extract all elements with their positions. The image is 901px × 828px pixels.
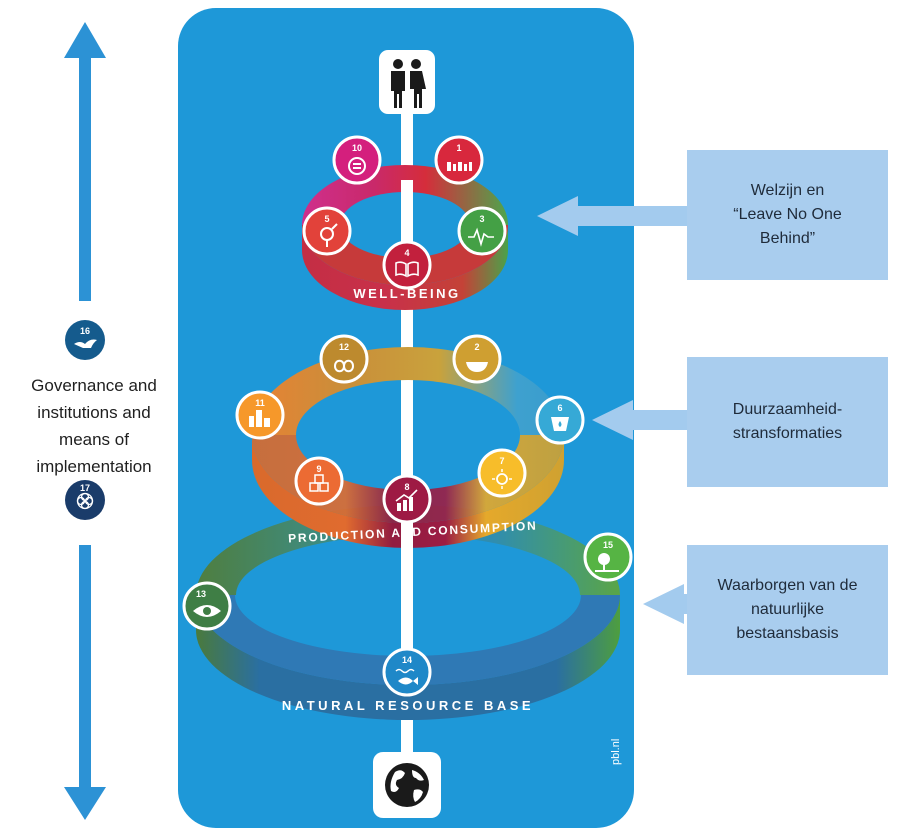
goal-13-icon: 13 [182,581,232,631]
goal-12-icon: 12 [319,334,369,384]
goal-15-icon: 15 [583,532,633,582]
credit-text: pbl.nl [610,739,622,765]
ring-label-well-being: WELL-BEING [353,286,460,301]
goal-1-icon: 1 [434,135,484,185]
goal-10-number: 10 [352,143,362,153]
goal-5-icon: 5 [302,206,352,256]
goal-17-number: 17 [80,483,90,493]
goal-9-icon: 9 [294,456,344,506]
arrow-up-head [64,22,106,58]
callout-transformations: Duurzaamheid- stransformaties [687,357,888,487]
goal-1-number: 1 [456,143,461,153]
goal-17-icon: 17 [65,480,105,520]
ring-label-natural: NATURAL RESOURCE BASE [282,698,534,713]
goal-3-icon: 3 [457,206,507,256]
callout-transformations-line-2: stransformaties [732,425,843,442]
governance-line-2: institutions and [37,403,151,422]
goal-11-number: 11 [255,398,265,408]
goal-6-icon: 6 [535,395,585,445]
goal-16-icon: 16 [65,320,105,360]
goal-2-number: 2 [474,342,479,352]
globe-icon [373,752,441,818]
goal-8-icon: 8 [382,474,432,524]
goal-14-number: 14 [402,655,412,665]
goal-13-number: 13 [196,589,206,599]
callout-wellbeing-line-3: Behind” [759,230,816,247]
goal-16-number: 16 [80,326,90,336]
goal-12-number: 12 [339,342,349,352]
goal-3-number: 3 [479,214,484,224]
governance-label: Governance and institutions and means of… [6,372,182,480]
goal-2-icon: 2 [452,334,502,384]
goal-7-number: 7 [499,456,504,466]
governance-arrow [64,22,106,820]
goal-5-number: 5 [324,214,329,224]
callout-wellbeing: Welzijn en “Leave No One Behind” [687,150,888,280]
governance-line-3: means of [59,430,129,449]
governance-line-4: implementation [36,457,152,476]
arrow-down-shaft [79,545,91,790]
governance-line-1: Governance and [31,376,157,395]
arrow-down-head [64,787,106,820]
callout-natural-base-line-3: bestaansbasis [736,625,839,642]
goal-4-number: 4 [404,248,409,258]
goal-14-icon: 14 [382,647,432,697]
callout-natural-base-line-1: Waarborgen van de [717,577,858,594]
people-icon [379,50,435,114]
callout-arrow-1 [537,196,687,236]
goal-10-icon: 10 [332,135,382,185]
arrow-up-shaft [79,56,91,301]
callout-transformations-line-1: Duurzaamheid- [732,401,843,418]
callout-wellbeing-line-1: Welzijn en [750,182,825,199]
callout-arrow-3 [643,584,687,624]
goal-15-number: 15 [603,540,613,550]
goal-6-number: 6 [557,403,562,413]
goal-7-icon: 7 [477,448,527,498]
callout-natural-base-line-2: natuurlijke [751,601,824,618]
goal-8-number: 8 [404,482,409,492]
callout-arrow-2 [592,400,687,440]
callout-wellbeing-line-2: “Leave No One [733,206,842,223]
callout-natural-base: Waarborgen van de natuurlijke bestaansba… [687,545,888,675]
goal-9-number: 9 [316,464,321,474]
goal-4-icon: 4 [382,240,432,290]
goal-11-icon: 11 [235,390,285,440]
